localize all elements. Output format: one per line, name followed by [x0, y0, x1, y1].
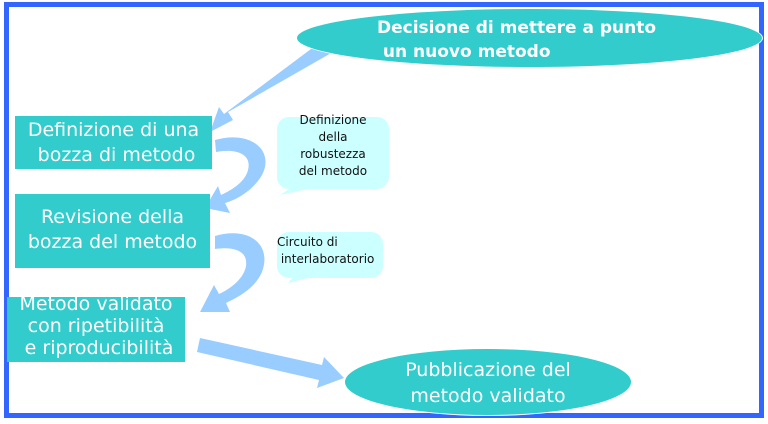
callout-interlab: Circuito di interlaboratorio [277, 232, 383, 278]
step-validated-method-label: Metodo validato con ripetibilità e ripro… [19, 297, 174, 359]
callout-robustness: Definizione della robustezza del metodo [277, 113, 389, 189]
start-node: Decisione di mettere a punto un nuovo me… [296, 8, 763, 68]
step-draft-method: Definizione di una bozza di metodo [15, 116, 212, 169]
callout-robustness-label: Definizione della robustezza del metodo [298, 113, 368, 178]
arrow-step3-to-end [197, 338, 344, 388]
end-node: Pubblicazione del metodo validato [344, 348, 632, 416]
step-review-draft: Revisione della bozza del metodo [15, 194, 210, 268]
arrow-step1-to-step2 [205, 137, 266, 213]
end-node-label: Pubblicazione del metodo validato [405, 359, 571, 407]
step-review-draft-label: Revisione della bozza del metodo [27, 206, 198, 253]
callout-interlab-label: Circuito di interlaboratorio [277, 235, 375, 266]
arrow-step2-to-step3 [200, 233, 265, 312]
step-draft-method-label: Definizione di una bozza di metodo [27, 119, 200, 166]
step-validated-method: Metodo validato con ripetibilità e ripro… [7, 297, 185, 362]
arrow-start-to-step1 [210, 40, 333, 132]
start-node-label: Decisione di mettere a punto un nuovo me… [377, 18, 657, 62]
